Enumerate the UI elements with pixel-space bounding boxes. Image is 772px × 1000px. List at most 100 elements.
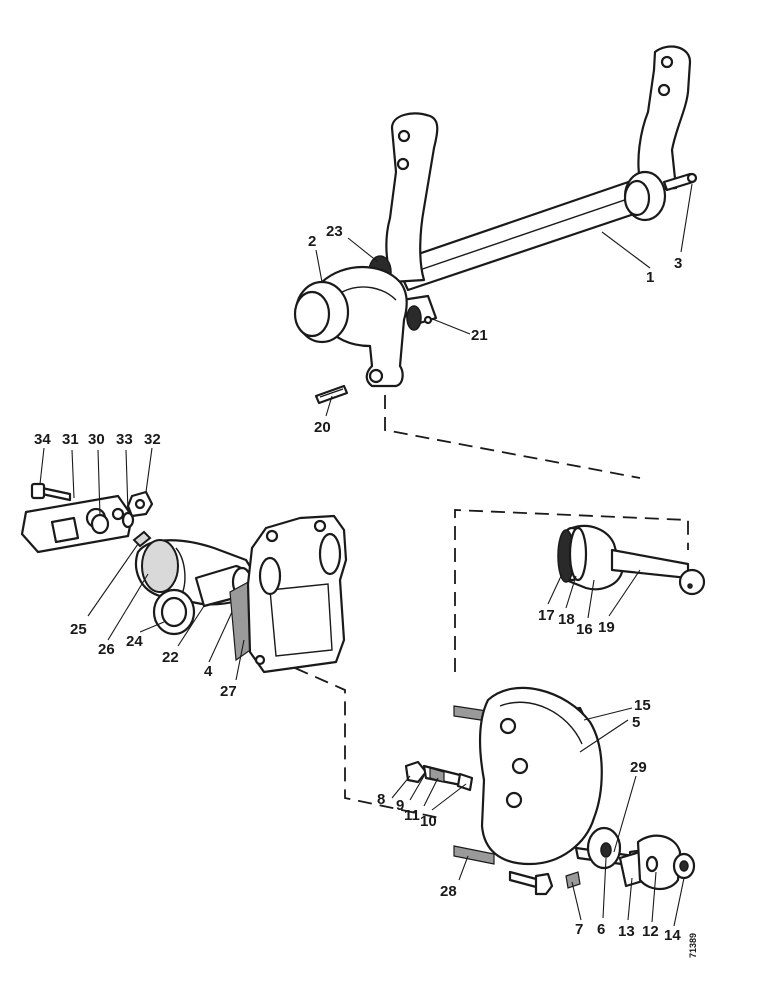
bolt-34 [40, 486, 72, 502]
right-lever-hole-upper [660, 55, 674, 69]
part-labels: 1 2 3 4 5 6 7 8 9 10 11 12 13 14 15 16 1… [34, 223, 682, 944]
leader-32 [145, 447, 153, 493]
label-31: 31 [62, 431, 79, 448]
label-6: 6 [597, 921, 605, 938]
label-12: 12 [642, 923, 659, 940]
dash-path-upper [384, 395, 641, 479]
label-30: 30 [88, 431, 105, 448]
screw-7 [565, 871, 581, 889]
cover-plate-31 [20, 494, 134, 554]
leader-15 [583, 707, 633, 721]
leader-8 [391, 775, 411, 799]
rear-cover-5-hole-a [499, 717, 517, 735]
leader-5 [579, 719, 629, 753]
nut-14-bore [679, 860, 689, 872]
adjuster-group [618, 834, 696, 891]
left-lever-hole-lower [396, 157, 410, 171]
rear-cover-5-hole-b [511, 757, 529, 775]
leader-22 [177, 605, 205, 647]
label-32: 32 [144, 431, 161, 448]
drawing-code: 71389 [688, 933, 698, 958]
label-21: 21 [471, 327, 488, 344]
assembly-paths [294, 395, 689, 819]
leader-30 [97, 449, 101, 517]
label-14: 14 [664, 927, 681, 944]
leader-11 [423, 777, 439, 807]
leader-20 [325, 395, 333, 417]
banjo-tip-10 [456, 772, 474, 792]
leader-3 [680, 183, 693, 253]
valve-housing-group [134, 514, 348, 674]
sleeve-26-end [141, 539, 179, 593]
label-26: 26 [98, 641, 115, 658]
leader-28 [458, 855, 469, 881]
cover-boss-6-port [600, 842, 612, 858]
label-18: 18 [558, 611, 575, 628]
left-lever-hole-upper [397, 129, 411, 143]
leader-10 [431, 783, 467, 811]
washer-33 [121, 511, 135, 529]
leader-26 [107, 573, 149, 641]
lower-bolt-head [534, 872, 554, 896]
leader-14 [673, 877, 685, 927]
left-lever-arm [385, 112, 439, 284]
label-5: 5 [632, 714, 640, 731]
label-23: 23 [326, 223, 343, 240]
cross-shaft-line [401, 192, 646, 277]
rear-cover-5-edge [499, 701, 583, 745]
seal-30 [90, 513, 110, 535]
label-20: 20 [314, 419, 331, 436]
housing-4-hole-b [313, 519, 327, 533]
leader-13 [627, 877, 633, 921]
leader-6 [602, 857, 607, 919]
label-3: 3 [674, 255, 682, 272]
leader-2 [315, 249, 323, 283]
roll-pin-20-group [314, 384, 349, 405]
leader-25 [87, 543, 139, 617]
label-15: 15 [634, 697, 651, 714]
crank-lever-arc [341, 286, 397, 301]
leader-9 [409, 775, 425, 801]
label-13: 13 [618, 923, 635, 940]
label-4: 4 [204, 663, 213, 680]
leader-12 [651, 871, 657, 923]
push-rod-19-ball-hole [687, 583, 693, 589]
leader-24 [139, 621, 165, 633]
crank-lever-pin-hole [368, 368, 384, 384]
label-11: 11 [404, 807, 420, 824]
leader-34 [39, 447, 45, 485]
label-19: 19 [598, 619, 615, 636]
label-25: 25 [70, 621, 87, 638]
banjo-fitting-8 [404, 760, 428, 784]
label-1: 1 [646, 269, 654, 286]
leader-4 [208, 611, 233, 663]
leader-1 [601, 231, 651, 269]
ring-18 [568, 526, 588, 582]
pin-3-head [686, 172, 698, 184]
leader-17 [547, 573, 563, 605]
seal-24-inner [160, 596, 188, 628]
label-28: 28 [440, 883, 457, 900]
leader-7 [571, 881, 582, 921]
right-lever-hole-lower [657, 83, 671, 97]
cover-plate-group [20, 482, 154, 554]
label-9: 9 [396, 797, 404, 814]
housing-4-hole-a [265, 529, 279, 543]
leader-29 [613, 775, 637, 853]
housing-4-bore [258, 556, 282, 596]
label-10: 10 [420, 813, 437, 830]
bolt-34-head [30, 482, 46, 500]
label-17: 17 [538, 607, 555, 624]
leader-16 [587, 579, 595, 619]
cover-plate-31-slot [50, 516, 80, 544]
dash-path-lower [294, 667, 441, 819]
label-2: 2 [308, 233, 316, 250]
housing-4-hole-c [254, 654, 266, 666]
housing-4-cylinder [318, 532, 342, 576]
leader-23 [347, 237, 379, 263]
cover-plate-31-bolt-hole [111, 507, 125, 521]
rear-cover-5-hole-c [505, 791, 523, 809]
push-rod-19 [610, 548, 690, 580]
leader-21 [429, 317, 471, 335]
nut-32-bore [134, 498, 146, 510]
